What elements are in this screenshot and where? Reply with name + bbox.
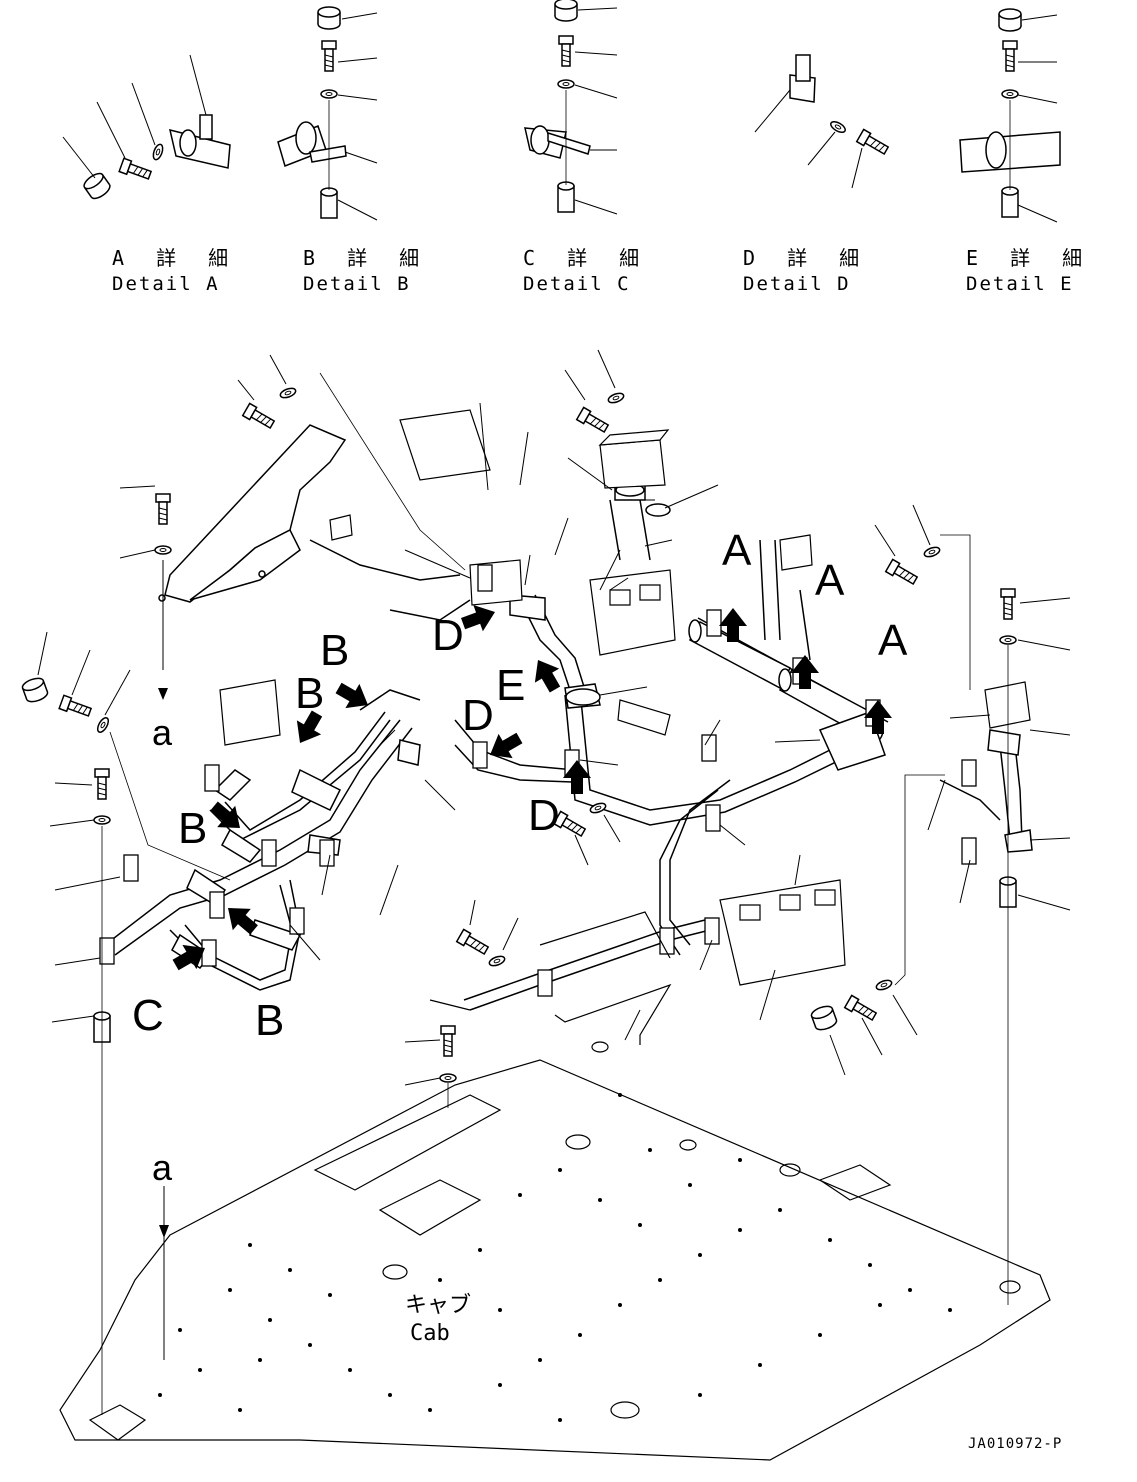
callout-label-d2: D	[462, 691, 494, 740]
washer-part	[999, 635, 1017, 645]
bolt-part	[1000, 588, 1016, 620]
washer-part	[922, 544, 942, 560]
small-leaders	[289, 402, 821, 1041]
callout-label-b3: B	[178, 804, 207, 853]
cap-part	[20, 675, 50, 705]
detail-b-caption: Detail B	[303, 273, 411, 295]
bolt-part	[575, 406, 611, 436]
callout-arrow-b1	[331, 675, 375, 718]
washer-part	[94, 715, 112, 735]
bolt-part	[94, 768, 110, 800]
washer-part	[278, 385, 298, 401]
callout-arrow-e	[525, 653, 568, 697]
bolt-part	[155, 493, 171, 525]
washer-part	[439, 1073, 457, 1083]
reference-a-top: a	[152, 712, 173, 753]
callout-label-a3: A	[878, 616, 908, 665]
cap-part	[998, 8, 1022, 32]
callout-label-d1: D	[432, 611, 464, 660]
bolt-part	[558, 35, 574, 67]
bolt-part	[118, 157, 153, 183]
bolt-part	[884, 558, 920, 588]
detail-e-caption: Detail E	[966, 273, 1074, 295]
washer-part	[150, 142, 166, 162]
detail-a-view	[62, 54, 231, 203]
cab-label: Cab	[410, 1321, 450, 1346]
lower-bracket	[429, 911, 672, 1045]
callout-label-a1: A	[722, 526, 752, 575]
cap-part	[554, 0, 578, 22]
harness-sheaths	[171, 479, 1033, 970]
bolt-part	[455, 928, 491, 958]
washer-part	[557, 79, 575, 89]
spacer-part	[320, 187, 338, 219]
callout-label-e: E	[496, 661, 525, 710]
callout-label-a2: A	[815, 556, 845, 605]
washer-part	[487, 953, 507, 969]
washer-part	[828, 118, 848, 136]
callout-label-b4: B	[255, 996, 284, 1045]
spacer-part	[1001, 186, 1019, 218]
callout-label-d3: D	[528, 791, 560, 840]
detail-c-view	[524, 0, 618, 215]
bolt-part	[855, 128, 891, 158]
cap-part	[80, 169, 114, 203]
washer-part	[588, 800, 608, 816]
washer-part	[874, 977, 894, 993]
detail-c-jp-caption: C 詳 細	[523, 246, 649, 270]
detail-d-jp-caption: D 詳 細	[743, 246, 869, 270]
bolt-part	[843, 994, 879, 1024]
detail-b-view	[277, 6, 378, 221]
washer-part	[606, 390, 626, 406]
callout-arrow-b3	[204, 795, 249, 839]
drawing-code: JA010972-P	[968, 1436, 1062, 1452]
reference-a-bottom: a	[152, 1147, 173, 1188]
callout-label-b2: B	[295, 669, 324, 718]
floor-holes	[158, 1093, 952, 1422]
spacer-part	[557, 181, 575, 213]
washer-part	[154, 545, 172, 555]
bolt-part	[321, 40, 337, 72]
detail-a-jp-caption: A 詳 細	[112, 246, 238, 270]
detail-e-jp-caption: E 詳 細	[966, 246, 1092, 270]
callout-label-c: C	[132, 991, 164, 1040]
mounting-bracket	[158, 424, 347, 603]
washer-part	[1001, 89, 1019, 99]
bolt-part	[440, 1025, 456, 1057]
callout-label-b1: B	[320, 626, 349, 675]
detail-b-jp-caption: B 詳 細	[303, 246, 429, 270]
detail-d-caption: Detail D	[743, 273, 851, 295]
connector-blocks	[219, 409, 1031, 986]
detail-a-caption: Detail A	[112, 273, 220, 295]
washer-part	[320, 89, 338, 99]
washer-part	[93, 815, 111, 825]
detail-d-view	[754, 54, 891, 189]
cab-floor-plate	[59, 1041, 1051, 1461]
cab-jp-label: キャブ	[405, 1293, 471, 1318]
detail-c-caption: Detail C	[523, 273, 631, 295]
main-harness	[104, 499, 1023, 1011]
bolt-part	[1002, 40, 1018, 72]
cap-part	[317, 6, 341, 30]
bolt-part	[58, 694, 93, 720]
detail-e-view	[959, 8, 1061, 223]
cap-part	[809, 1003, 839, 1033]
bolt-part	[241, 402, 277, 432]
